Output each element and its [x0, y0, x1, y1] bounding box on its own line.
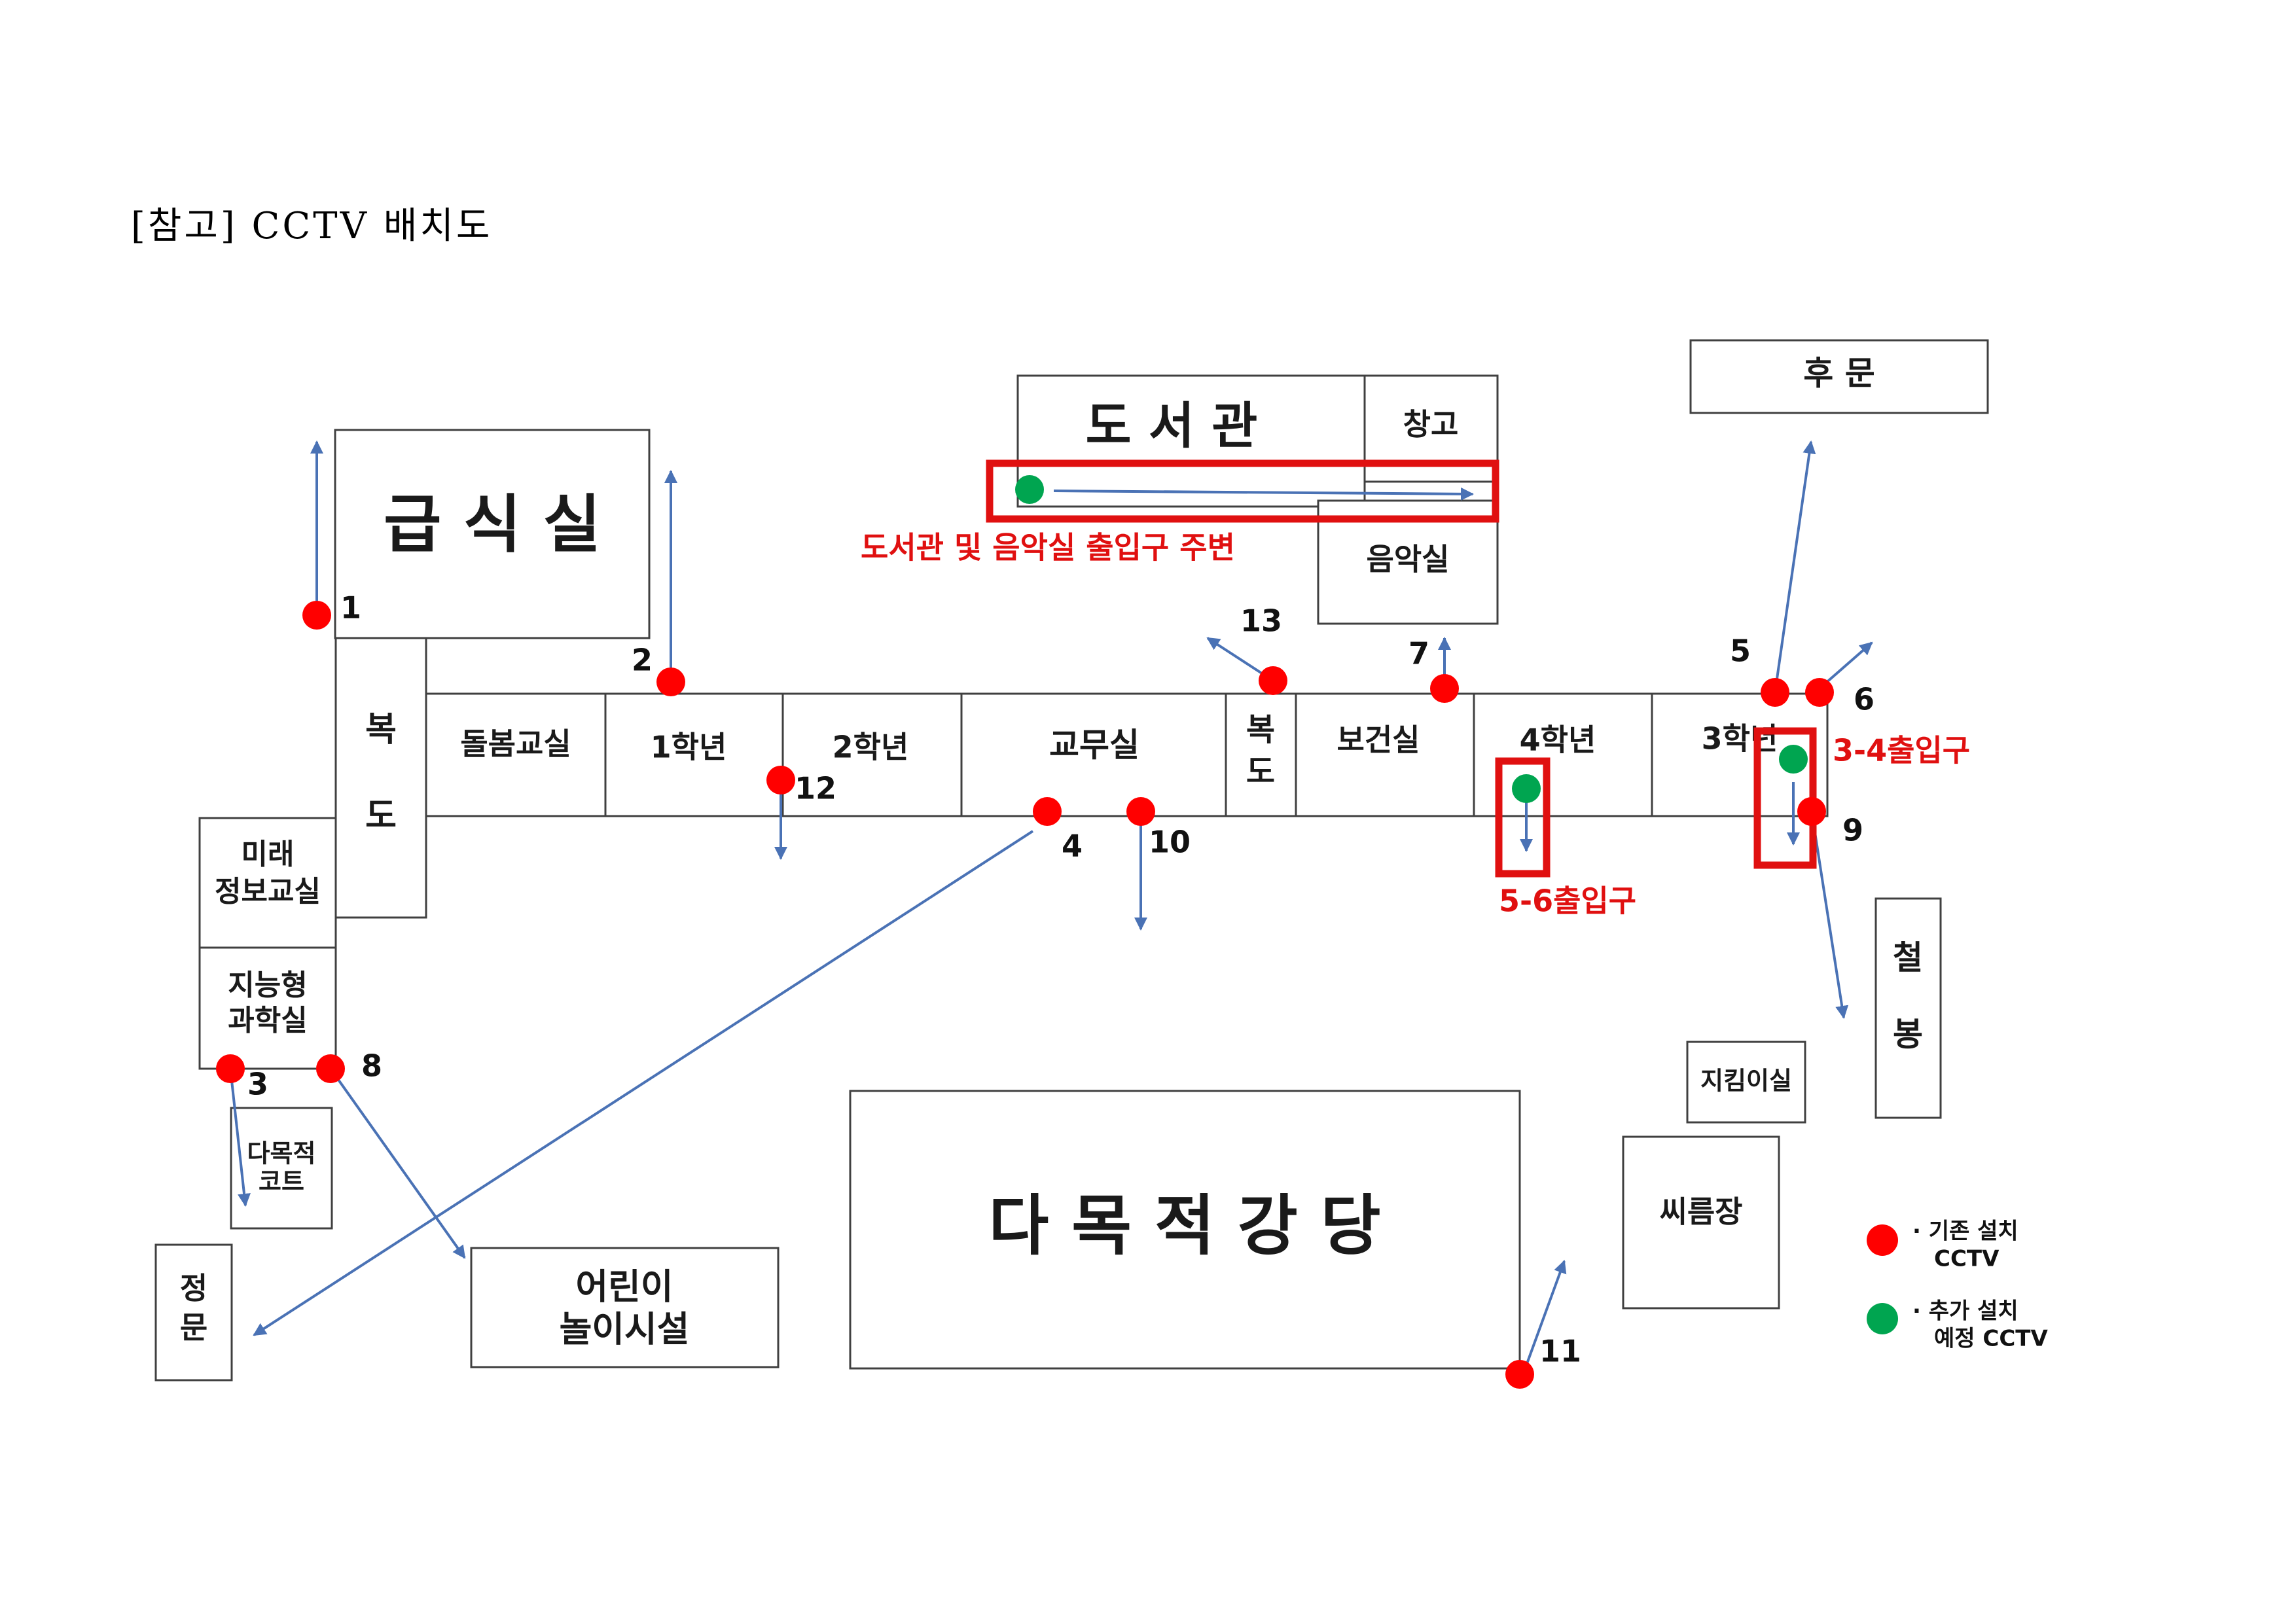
room-label: 다 목 적 강 당 — [988, 1187, 1380, 1264]
cctv-number-labels: 1 2 3 4 5 6 7 8 9 10 11 12 13 — [247, 590, 1874, 1369]
label-entrance-56: 5-6출입구 — [1499, 883, 1636, 919]
room-label: 정 — [180, 1271, 207, 1306]
planned-cctv-markers — [1015, 475, 1808, 803]
room-corridor-mid-bottom: 도 — [1246, 753, 1275, 790]
cctv-number: 9 — [1842, 813, 1863, 848]
room-grade3: 3학년 — [1702, 721, 1778, 757]
cctv-existing-10 — [1126, 797, 1155, 826]
cctv-number: 4 — [1062, 829, 1083, 864]
room-auditorium: 다 목 적 강 당 — [849, 1090, 1521, 1370]
room-label: 코트 — [259, 1168, 304, 1196]
cctv-number: 13 — [1240, 603, 1282, 639]
room-label: 후 문 — [1803, 355, 1874, 393]
cctv-existing-11 — [1505, 1360, 1534, 1389]
room-corridor-mid-top: 복 — [1246, 711, 1275, 748]
room-label: 과학실 — [228, 1004, 307, 1037]
label-entrance-34: 3-4출입구 — [1833, 733, 1970, 768]
room-health: 보건실 — [1337, 722, 1420, 758]
room-library: 도 서 관 — [1016, 374, 1366, 508]
room-label: 봉 — [1893, 1016, 1923, 1054]
cctv-direction-arrows — [229, 440, 1873, 1375]
room-science: 지능형 과학실 — [198, 946, 337, 1070]
room-label: 놀이시설 — [560, 1309, 690, 1350]
room-label: 정보교실 — [215, 875, 321, 908]
cctv-planned-library — [1015, 475, 1044, 504]
room-back-gate: 후 문 — [1689, 339, 1989, 414]
cctv-planned-entrance-56 — [1512, 774, 1541, 803]
cctv-existing-6 — [1805, 678, 1834, 707]
cctv-number: 2 — [632, 643, 653, 678]
cctv-existing-8 — [316, 1054, 345, 1083]
cctv-number: 10 — [1149, 825, 1191, 860]
cctv-number: 1 — [340, 590, 361, 626]
room-label: 복 — [365, 710, 397, 749]
cctv-number: 12 — [795, 771, 836, 806]
cctv-existing-1 — [302, 601, 331, 630]
room-label: 급 식 실 — [384, 488, 601, 561]
cctv-existing-3 — [216, 1054, 245, 1083]
room-grade2: 2학년 — [833, 730, 909, 765]
highlight-entrance-56 — [1495, 757, 1551, 878]
legend: · 기존 설치 CCTV · 추가 설치 예정 CCTV — [1867, 1219, 2048, 1352]
room-label: 도 — [365, 796, 397, 836]
room-playground: 어린이 놀이시설 — [470, 1247, 780, 1368]
room-corridor-left: 복 도 — [334, 637, 427, 919]
cctv-existing-5 — [1761, 678, 1789, 707]
cctv-existing-12 — [766, 766, 795, 794]
room-main-gate: 정 문 — [154, 1243, 233, 1382]
classroom-row — [425, 692, 1829, 817]
room-staff: 교무실 — [1049, 726, 1139, 764]
legend-existing-line2: CCTV — [1934, 1246, 2000, 1272]
cctv-number: 11 — [1539, 1334, 1581, 1369]
cctv-number: 8 — [361, 1048, 382, 1084]
room-label: 음악실 — [1367, 542, 1450, 577]
highlight-boxes — [986, 459, 1817, 878]
room-grade4: 4학년 — [1520, 722, 1596, 758]
room-label: 지킴이실 — [1700, 1067, 1792, 1096]
room-guard: 지킴이실 — [1686, 1041, 1806, 1124]
cctv-planned-entrance-34 — [1779, 745, 1808, 774]
legend-planned-line2: 예정 CCTV — [1934, 1326, 2048, 1352]
legend-planned-marker — [1867, 1303, 1898, 1334]
room-iron-bar: 철 봉 — [1874, 897, 1942, 1119]
cctv-existing-9 — [1797, 797, 1826, 826]
cctv-existing-7 — [1430, 674, 1459, 703]
room-care: 돌봄교실 — [460, 726, 571, 762]
label-library-music-entrance: 도서관 및 음악실 출입구 주변 — [861, 530, 1235, 565]
room-label: 씨름장 — [1660, 1194, 1743, 1230]
room-future-info: 미래 정보교실 — [198, 817, 337, 949]
cctv-number: 5 — [1730, 633, 1751, 669]
room-multi-court: 다목적 코트 — [230, 1107, 333, 1230]
room-label: 철 — [1893, 939, 1923, 977]
cctv-existing-2 — [656, 668, 685, 696]
room-label: 도 서 관 — [1086, 397, 1258, 455]
cctv-number: 7 — [1408, 636, 1429, 671]
legend-existing-line1: · 기존 설치 — [1912, 1219, 2018, 1245]
room-label: 창고 — [1403, 407, 1459, 442]
cctv-existing-13 — [1259, 666, 1287, 695]
room-label: 다목적 — [247, 1139, 316, 1168]
legend-existing-marker — [1867, 1224, 1898, 1256]
room-grade1: 1학년 — [651, 730, 727, 765]
room-label: 어린이 — [575, 1266, 673, 1308]
cctv-number: 3 — [247, 1067, 268, 1102]
legend-planned-line1: · 추가 설치 — [1912, 1298, 2018, 1325]
cctv-existing-4 — [1033, 797, 1062, 826]
cctv-number: 6 — [1854, 682, 1874, 717]
room-label: 지능형 — [228, 969, 307, 1002]
page-title: [참고] CCTV 배치도 — [131, 205, 493, 247]
room-cafeteria: 급 식 실 — [334, 429, 651, 639]
highlight-library-music — [986, 459, 1499, 523]
room-label: 문 — [180, 1310, 207, 1346]
existing-cctv-markers — [216, 601, 1834, 1389]
room-wrestling: 씨름장 — [1622, 1135, 1780, 1310]
room-label: 미래 — [242, 838, 295, 871]
